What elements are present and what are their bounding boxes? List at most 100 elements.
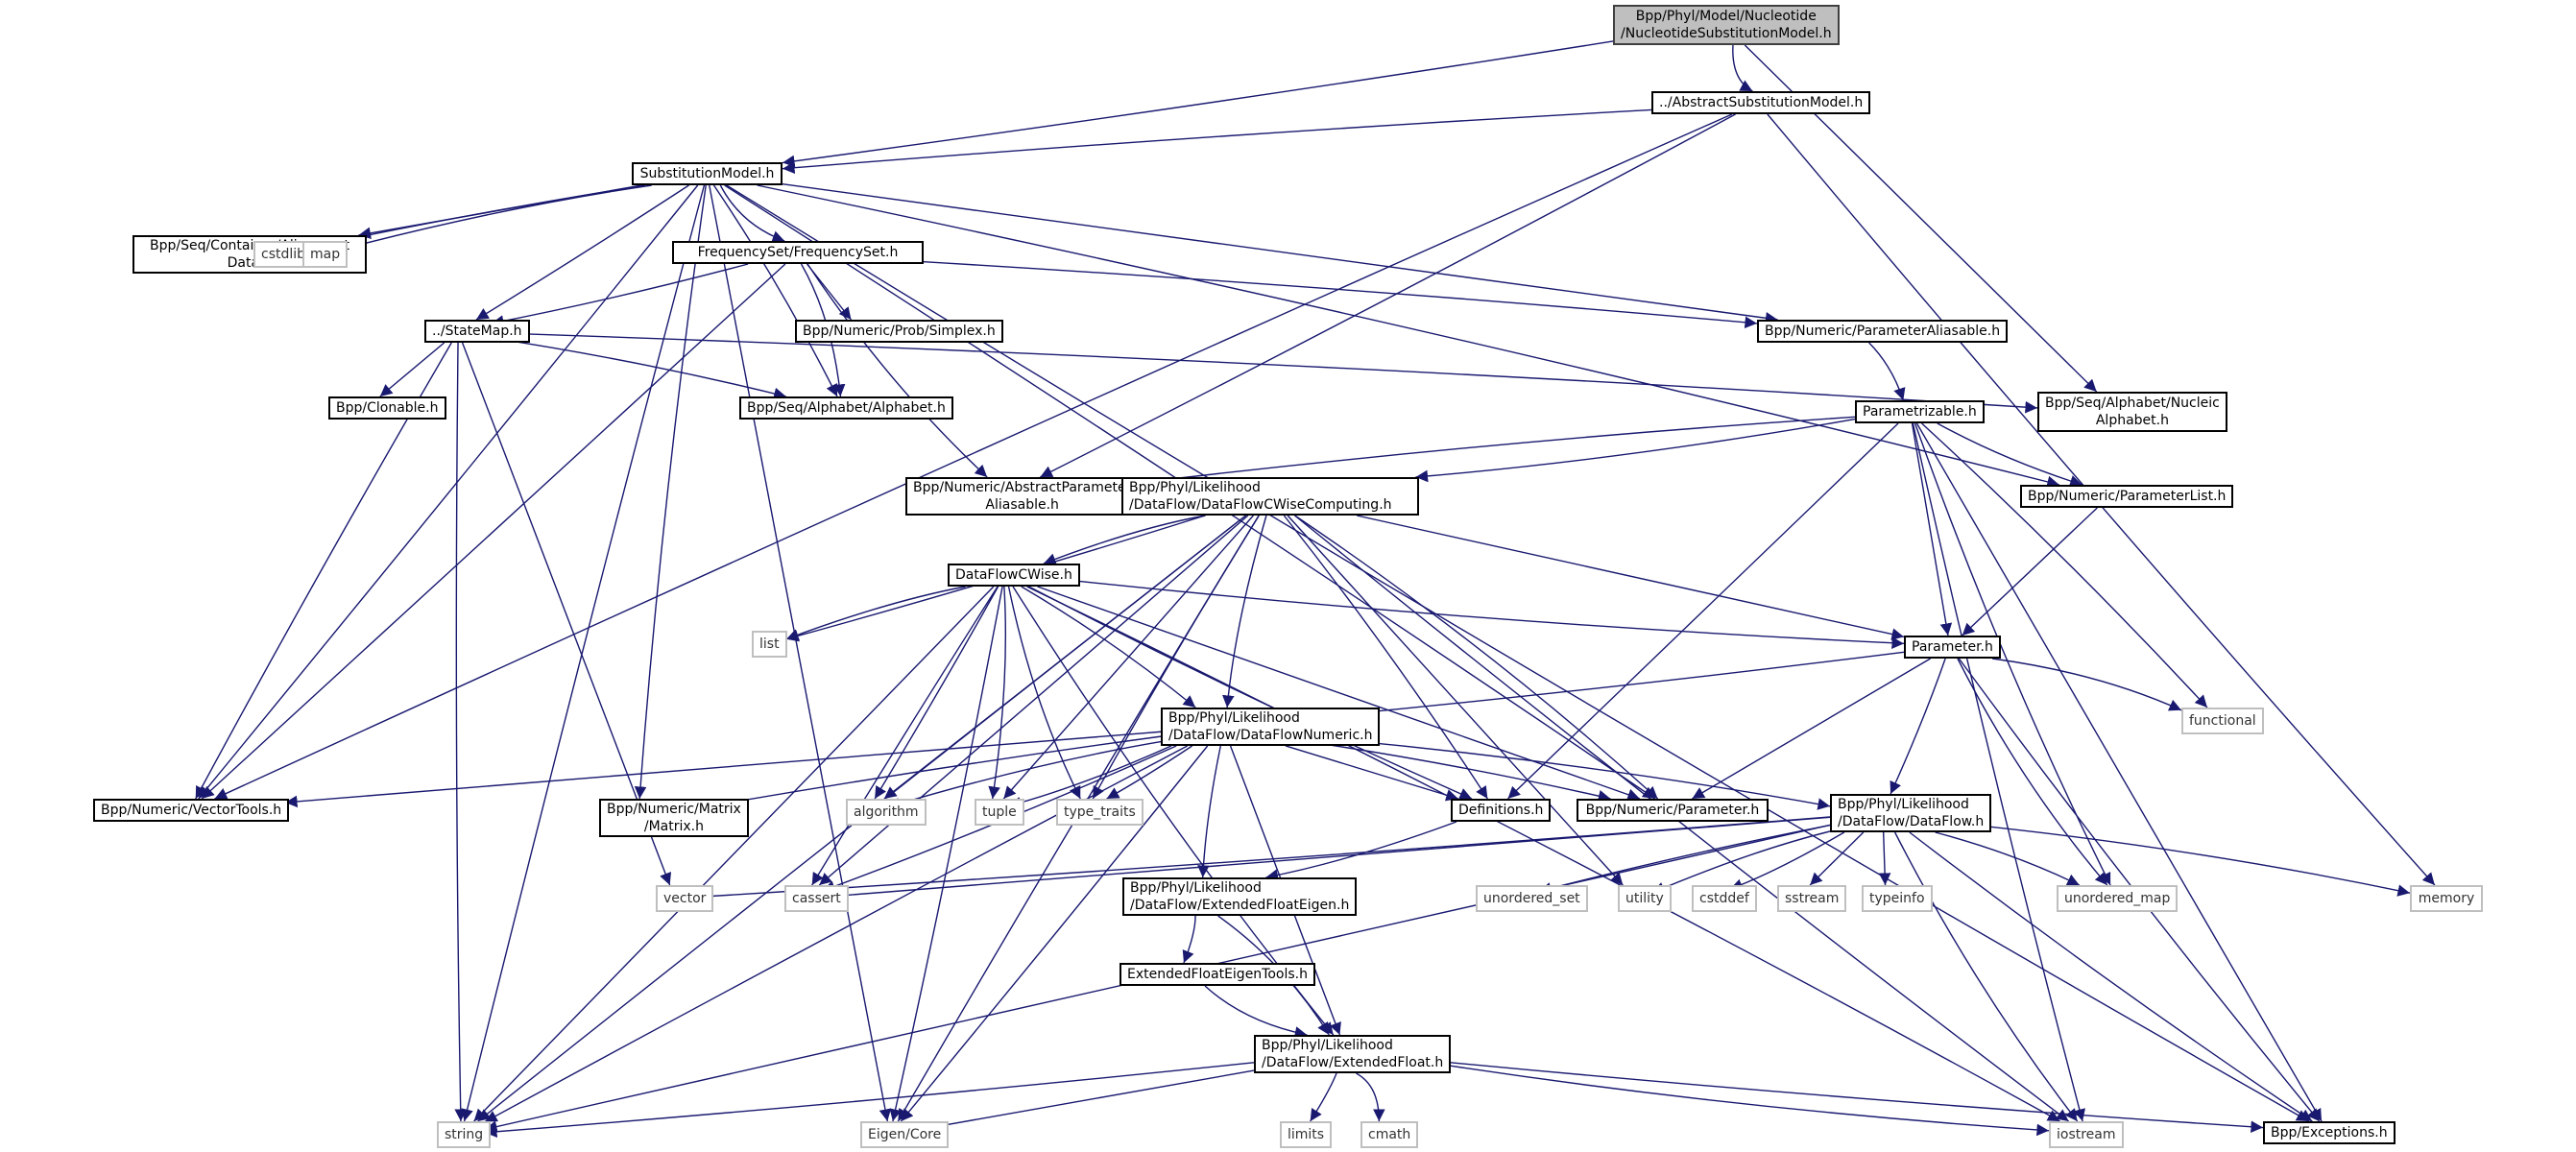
node-dfcwise[interactable]: DataFlowCWise.h <box>948 564 1080 587</box>
edge-paramlist-to-parameter <box>1962 507 2098 636</box>
edge-abssm-to-vectortools <box>214 113 1733 800</box>
edge-dfcwise-to-numparam <box>1037 586 1641 801</box>
node-parameter[interactable]: Parameter.h <box>1904 636 2001 659</box>
edge-dfcwc-to-numparam <box>1294 515 1659 800</box>
node-abssm[interactable]: ../AbstractSubstitutionModel.h <box>1651 91 1871 114</box>
edge-dfnumeric-to-string <box>484 745 1188 1123</box>
edge-sm-to-freqset <box>719 184 785 243</box>
edge-parametrizable-to-absparamalias <box>1100 416 1856 492</box>
edge-sm-to-paramalias <box>782 183 1778 324</box>
node-statemap[interactable]: ../StateMap.h <box>424 320 530 343</box>
edge-dataflow-to-typeinfo <box>1878 831 1891 886</box>
edge-extfloat-to-cmath <box>1356 1072 1385 1122</box>
edge-statemap-to-alphabet <box>491 337 786 400</box>
node-typeinfo[interactable]: typeinfo <box>1862 885 1933 912</box>
node-eigencore[interactable]: Eigen/Core <box>860 1121 950 1148</box>
node-paramalias[interactable]: Bpp/Numeric/ParameterAliasable.h <box>1757 320 2009 343</box>
node-extfloat[interactable]: Bpp/Phyl/Likelihood /DataFlow/ExtendedFl… <box>1254 1035 1452 1073</box>
node-alphabet[interactable]: Bpp/Seq/Alphabet/Alphabet.h <box>739 396 953 420</box>
node-tuple[interactable]: tuple <box>975 799 1024 826</box>
node-definitions[interactable]: Definitions.h <box>1451 799 1552 822</box>
edge-dataflow-to-utility <box>1651 830 1831 894</box>
node-simplex[interactable]: Bpp/Numeric/Prob/Simplex.h <box>795 320 1003 343</box>
edge-dfnumeric-to-type_traits <box>1106 745 1193 800</box>
edge-extfloat-to-limits <box>1310 1072 1337 1122</box>
edge-dfnumeric-to-algorithm <box>887 740 1162 810</box>
edge-parametrizable-to-definitions <box>1506 422 1899 800</box>
node-cmath[interactable]: cmath <box>1360 1121 1419 1148</box>
node-iostream[interactable]: iostream <box>2049 1121 2124 1148</box>
edge-parameter-to-numparam <box>1692 658 1931 800</box>
node-vector[interactable]: vector <box>656 885 714 912</box>
node-memory[interactable]: memory <box>2410 885 2483 912</box>
edge-sm-to-statemap <box>475 184 689 321</box>
node-functional[interactable]: functional <box>2181 708 2264 734</box>
node-dfnumeric[interactable]: Bpp/Phyl/Likelihood /DataFlow/DataFlowNu… <box>1161 708 1381 746</box>
node-type-traits[interactable]: type_traits <box>1056 799 1144 826</box>
edge-extfloat-to-eigencore <box>919 1069 1255 1134</box>
node-root[interactable]: Bpp/Phyl/Model/Nucleotide /NucleotideSub… <box>1613 5 1840 45</box>
edge-sm-to-matrix <box>634 184 707 800</box>
edge-dfnumeric-to-eigencore <box>900 745 1209 1122</box>
node-exceptions[interactable]: Bpp/Exceptions.h <box>2263 1121 2395 1144</box>
node-nucleic[interactable]: Bpp/Seq/Alphabet/Nucleic Alphabet.h <box>2037 392 2227 432</box>
edge-dfcwise-to-definitions <box>1028 586 1473 800</box>
edge-dfcwc-to-utility <box>1287 515 1624 886</box>
node-clonable[interactable]: Bpp/Clonable.h <box>328 396 446 420</box>
edge-dfcwc-to-tuple <box>1002 515 1254 800</box>
node-matrix[interactable]: Bpp/Numeric/Matrix /Matrix.h <box>599 799 749 837</box>
edge-efeigen-to-efeigentools <box>1182 915 1196 964</box>
edge-dataflow-to-exceptions <box>1909 831 2313 1122</box>
edge-parametrizable-to-unordered_map <box>1914 422 2111 886</box>
node-paramlist[interactable]: Bpp/Numeric/ParameterList.h <box>2020 485 2234 508</box>
edge-dfcwise-to-cassert <box>811 586 999 886</box>
edge-statemap-to-nucleic <box>491 332 2038 414</box>
edge-dataflow-to-sstream <box>1809 831 1865 886</box>
edge-sm-to-eigencore <box>709 184 892 1122</box>
edge-parametrizable-to-paramlist <box>1937 422 2082 488</box>
edge-dataflow-to-cassert <box>822 816 1831 902</box>
node-map[interactable]: map <box>302 241 349 268</box>
edge-parametrizable-to-parameter <box>1911 422 1953 636</box>
node-sstream[interactable]: sstream <box>1777 885 1847 912</box>
node-efeigen[interactable]: Bpp/Phyl/Likelihood /DataFlow/ExtendedFl… <box>1122 877 1358 916</box>
edge-dfcwc-to-cassert <box>818 515 1249 886</box>
node-limits[interactable]: limits <box>1280 1121 1333 1148</box>
edge-root-to-abssm <box>1732 44 1753 92</box>
edge-extfloat-to-iostream <box>1439 1063 2050 1137</box>
node-vectortools[interactable]: Bpp/Numeric/VectorTools.h <box>93 799 290 822</box>
node-algorithm[interactable]: algorithm <box>846 799 927 826</box>
node-string[interactable]: string <box>437 1121 492 1148</box>
edge-dataflow-to-memory <box>1935 820 2411 897</box>
node-freqset[interactable]: FrequencySet/FrequencySet.h <box>672 241 924 264</box>
node-parametrizable[interactable]: Parametrizable.h <box>1855 400 1985 423</box>
node-cassert[interactable]: cassert <box>784 885 849 912</box>
edge-parameter-to-functional <box>1991 658 2182 711</box>
edge-dfcwise-to-string <box>473 586 995 1122</box>
node-efeigentools[interactable]: ExtendedFloatEigenTools.h <box>1119 963 1315 986</box>
edge-freqset-to-statemap <box>491 263 749 327</box>
edge-dfcwise-to-tuple <box>988 586 1007 800</box>
edge-parametrizable-to-functional <box>1921 422 2208 708</box>
node-dfcwc[interactable]: Bpp/Phyl/Likelihood /DataFlow/DataFlowCW… <box>1121 477 1419 516</box>
node-unordered-set[interactable]: unordered_set <box>1476 885 1588 912</box>
node-unordered-map[interactable]: unordered_map <box>2057 885 2179 912</box>
edge-freqset-to-paramalias <box>923 260 1758 329</box>
node-cstddef[interactable]: cstddef <box>1692 885 1757 912</box>
node-list[interactable]: list <box>752 631 787 658</box>
edge-dataflow-to-iostream <box>1894 831 2079 1122</box>
edge-dfnumeric-to-efeigen <box>1197 745 1221 878</box>
node-utility[interactable]: utility <box>1618 885 1672 912</box>
edge-sm-to-alphabet <box>712 184 838 397</box>
node-sm[interactable]: SubstitutionModel.h <box>632 162 782 185</box>
edge-parametrizable-to-dfcwc <box>1415 418 1856 483</box>
edge-parametrizable-to-exceptions <box>1915 422 2323 1122</box>
edge-abssm-to-absparamalias <box>1040 113 1736 478</box>
node-dataflow[interactable]: Bpp/Phyl/Likelihood /DataFlow/DataFlow.h <box>1830 794 1992 832</box>
edge-sm-to-paramlist <box>757 184 2060 489</box>
edge-dfcwise-to-parameter <box>1061 578 1905 650</box>
node-numparam[interactable]: Bpp/Numeric/Parameter.h <box>1577 799 1769 822</box>
node-absparamalias[interactable]: Bpp/Numeric/AbstractParameter Aliasable.… <box>905 477 1140 516</box>
edge-dataflow-to-cstddef <box>1729 831 1845 891</box>
